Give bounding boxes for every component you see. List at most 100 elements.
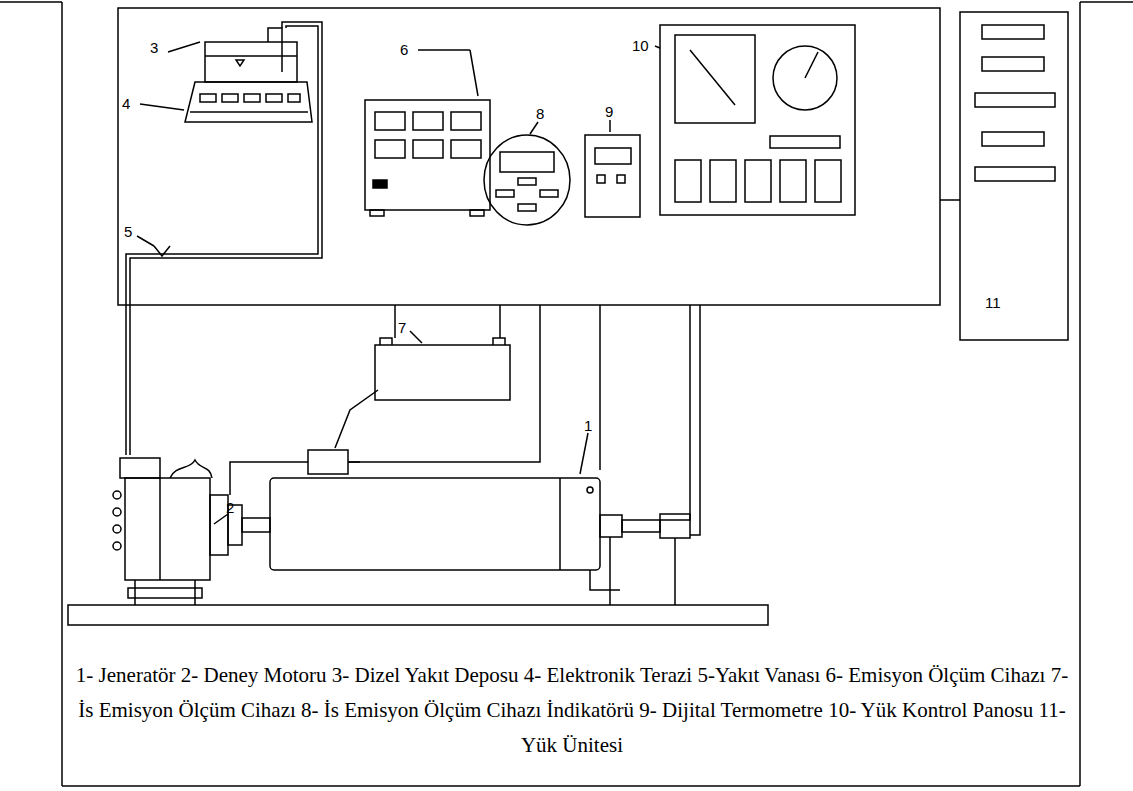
engine-bolt: [113, 525, 121, 533]
analyser-display: [413, 112, 443, 130]
generator-dot: [587, 487, 593, 493]
smoke-meter-box: [375, 345, 510, 400]
analyser-display: [451, 112, 481, 130]
figure-caption: 1- Jeneratör 2- Deney Motoru 3- Dizel Ya…: [72, 658, 1072, 763]
scale-key: [266, 94, 282, 102]
generator-sensor: [600, 515, 622, 537]
engine-head: [170, 460, 212, 478]
indicator-button: [540, 190, 558, 197]
callout-number: 6: [400, 42, 408, 57]
leader-line: [137, 236, 154, 246]
callout-number: 10: [632, 38, 649, 53]
fuel-tank: [205, 42, 297, 82]
callout-number: 4: [122, 96, 130, 111]
scale-key: [244, 94, 260, 102]
thermometer-button: [597, 175, 605, 183]
load-bar: [982, 25, 1044, 39]
engine-mount: [135, 580, 195, 605]
tank-and-scale: [140, 28, 312, 122]
engine-line: [159, 478, 161, 580]
analyser-display: [413, 140, 443, 158]
engine-bolt: [113, 542, 121, 550]
smoke-indicator: [484, 122, 570, 225]
scale-key: [200, 94, 216, 102]
load-bar: [975, 167, 1055, 181]
leader-line: [140, 104, 184, 110]
wire: [690, 305, 700, 535]
flywheel: [210, 495, 228, 555]
shaft: [242, 518, 270, 532]
level-mark: [236, 60, 244, 66]
scale-line: [190, 111, 308, 113]
valve-symbol: [154, 246, 170, 256]
scale-body: [185, 82, 312, 122]
wire: [940, 199, 960, 201]
wire: [599, 305, 601, 470]
wire: [660, 305, 690, 520]
generator-line: [559, 478, 561, 570]
panel-switch: [710, 160, 736, 202]
meter-round: [773, 46, 837, 110]
indicator-button: [496, 190, 514, 197]
thermometer-display: [595, 148, 631, 164]
leader-line: [580, 433, 588, 474]
meter-square: [675, 35, 755, 123]
base-plate: [68, 605, 768, 625]
meter-handle: [380, 338, 392, 345]
load-unit-box: [960, 12, 1068, 340]
frame-line: [1079, 2, 1081, 786]
engine-bolt: [113, 508, 121, 516]
engine-sensor: [308, 450, 348, 474]
leader-line: [470, 50, 478, 96]
fuel-pipe: [126, 26, 318, 455]
callout-number: 5: [124, 224, 132, 239]
engine-sensor: [120, 458, 160, 478]
load-control-panel: [655, 25, 855, 215]
load-cell: [660, 514, 690, 538]
engine-block: [125, 478, 210, 580]
instrument-panel: [118, 8, 940, 305]
leader-line: [655, 46, 660, 48]
callout-number: 2: [226, 500, 234, 515]
callout-number: 8: [536, 106, 544, 121]
frame-line: [0, 1, 62, 3]
engine-bolt: [113, 491, 121, 499]
analyser-box: [365, 100, 490, 210]
scale-key: [222, 94, 238, 102]
callout-number: 1: [584, 418, 592, 433]
leader-line: [418, 49, 470, 51]
callout-number: 9: [605, 104, 613, 119]
indicator-display: [500, 152, 554, 172]
frame-line: [61, 2, 63, 786]
smoke-meter: [335, 305, 510, 448]
panel-switch: [815, 160, 841, 202]
callout-number: 11: [985, 295, 1001, 310]
generator: [270, 433, 690, 605]
panel-switch: [745, 160, 771, 202]
analyser-switch: [373, 180, 387, 188]
device-foot: [370, 210, 384, 216]
callout-number: 7: [398, 320, 406, 335]
panel-switch: [675, 160, 701, 202]
fuel-line: [126, 22, 322, 455]
meter-needle: [690, 50, 735, 105]
generator-body: [270, 478, 600, 570]
wire: [394, 305, 396, 338]
tank-pipe: [268, 28, 282, 72]
thermometer-button: [617, 175, 625, 183]
analyser-display: [375, 112, 405, 130]
load-bar: [982, 57, 1044, 71]
scale-key: [288, 94, 300, 102]
thermometer-box: [585, 135, 640, 217]
frame-line: [1080, 1, 1133, 3]
panel-switch: [780, 160, 806, 202]
wire: [590, 570, 620, 590]
leader-line: [214, 514, 228, 524]
leader-line: [410, 331, 422, 343]
load-unit: [960, 12, 1068, 340]
wire: [348, 305, 540, 462]
leader-line: [609, 120, 611, 132]
device-foot: [470, 210, 484, 216]
generator-shaft: [622, 520, 660, 532]
